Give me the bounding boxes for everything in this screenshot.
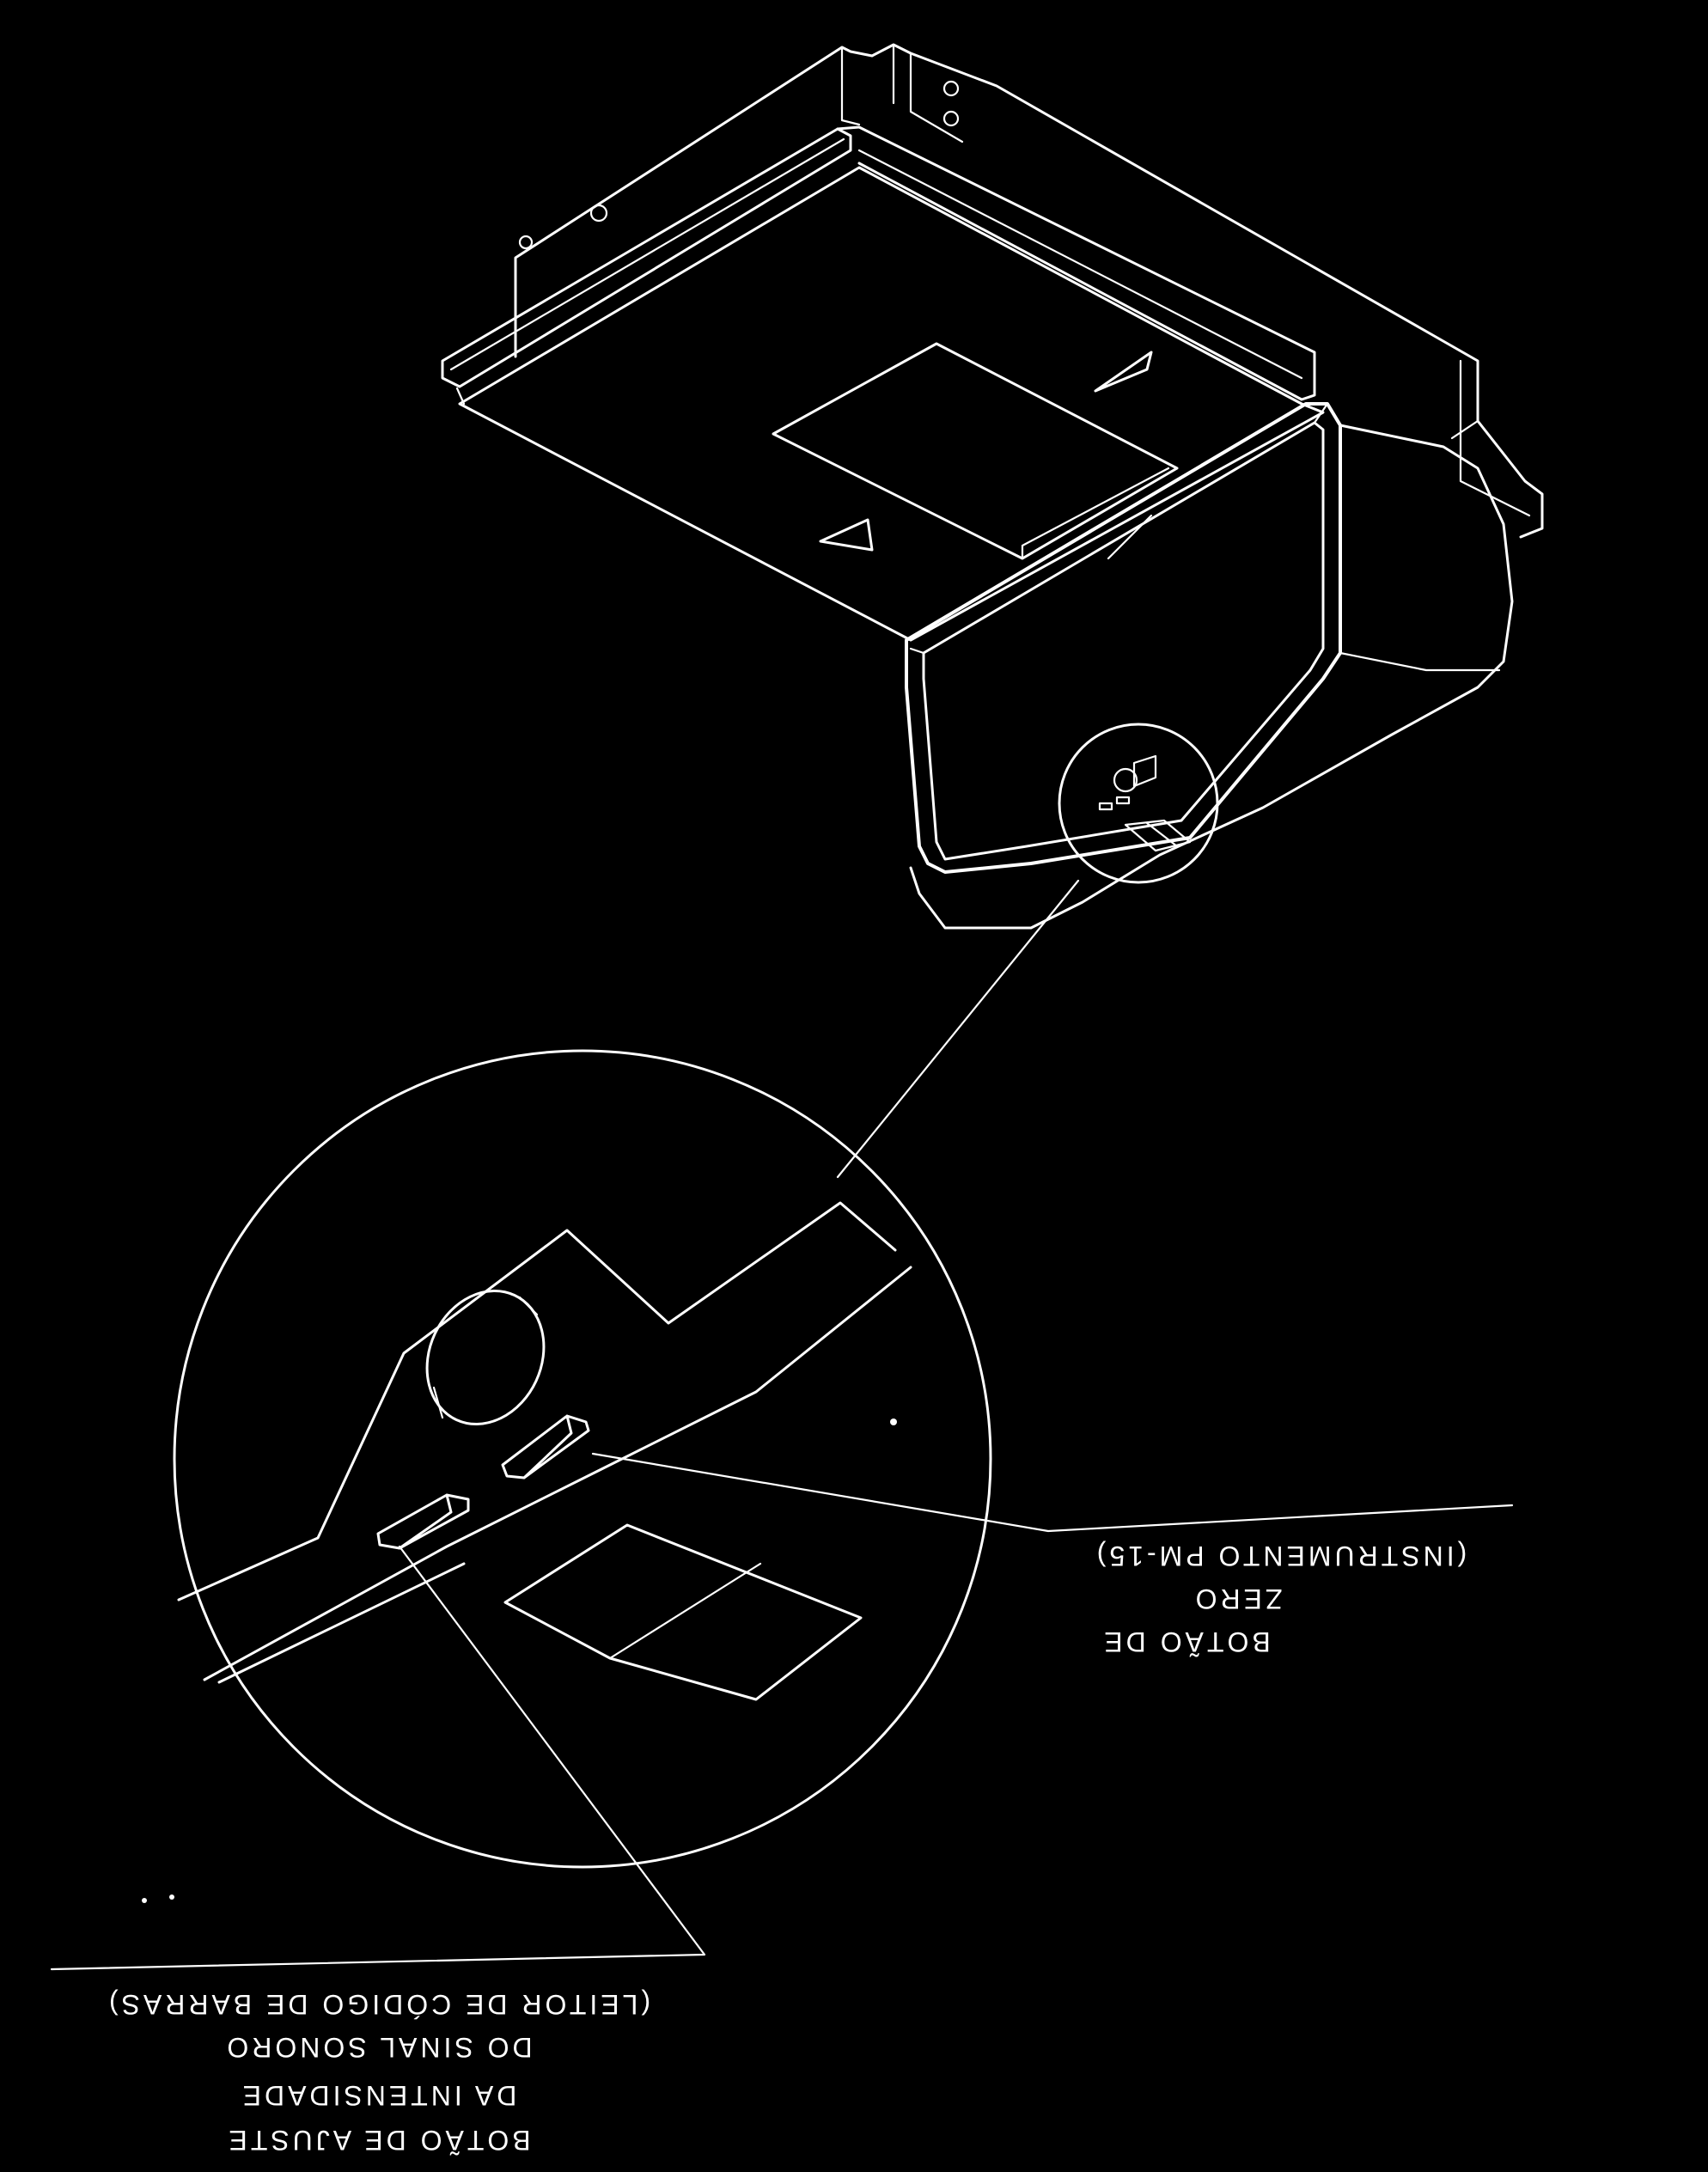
device-label-tag	[1124, 819, 1192, 852]
callout-zero: BOTÃO DE ZERO (INSTRUMENTO PM-15)	[591, 1452, 1514, 1657]
right-rail-inner	[857, 149, 1303, 380]
detail-label-divider	[608, 1562, 762, 1660]
magnify-leader-line	[836, 879, 1080, 1179]
round-button-depth	[432, 1296, 539, 1419]
speck	[890, 1419, 897, 1425]
device-slot-1	[1098, 802, 1113, 811]
detail-label-tag	[503, 1523, 863, 1701]
beep-callout-line-1: BOTÃO DE AJUSTE	[225, 2125, 530, 2156]
bracket-screw-4	[942, 110, 960, 127]
detail-marker-circle	[1058, 723, 1219, 884]
front-bezel-groove	[909, 402, 1329, 655]
beep-callout-line-4: (LEITOR DE CÓDIGO DE BARRAS)	[106, 1989, 650, 2020]
bracket-inner-edge	[840, 43, 964, 143]
beep-adjust-slot[interactable]	[376, 1493, 470, 1550]
shroud-seam	[1339, 651, 1501, 672]
zero-leader-line	[591, 1452, 1514, 1533]
detail-curve-outer	[203, 1266, 912, 1681]
device-body	[441, 43, 1544, 930]
left-rail-inner	[449, 137, 845, 406]
front-bezel-inner	[922, 421, 1325, 861]
right-rail	[836, 125, 1316, 401]
beep-leader-line	[50, 1545, 706, 1971]
arrow-marker-left	[819, 518, 874, 552]
device-small-panel	[1132, 754, 1157, 788]
round-button-large	[425, 1289, 546, 1426]
label-area	[772, 342, 1179, 560]
bracket-flange	[1450, 359, 1531, 517]
zero-callout-line-1: BOTÃO DE	[1101, 1626, 1270, 1657]
bracket-screw-3	[942, 80, 960, 97]
speck	[169, 1894, 174, 1900]
device-slot-2	[1115, 796, 1131, 805]
speck	[142, 1898, 147, 1903]
callout-beep: BOTÃO DE AJUSTE DA INTENSIDADE DO SINAL …	[50, 1545, 706, 2156]
scanner-shroud	[909, 424, 1514, 930]
beep-callout-line-2: DA INTENSIDADE	[240, 2080, 517, 2111]
bracket-screw-2	[518, 235, 534, 250]
mounting-bracket	[514, 43, 1544, 539]
device-round-button	[1113, 767, 1138, 793]
bottom-plate	[458, 166, 1325, 642]
detail-curve-inner	[217, 1562, 466, 1684]
zero-callout-line-3: (INSTRUMENTO PM-15)	[1094, 1541, 1467, 1571]
bracket-screw-1	[589, 204, 608, 223]
magnified-detail	[173, 1049, 992, 1869]
zero-callout-line-2: ZERO	[1193, 1583, 1283, 1614]
magnify-circle	[173, 1049, 992, 1869]
beep-callout-line-3: DO SINAL SONORO	[223, 2032, 532, 2063]
arrow-marker-right	[1094, 351, 1153, 393]
detail-panel-outline	[177, 1201, 897, 1602]
zero-button-slot[interactable]	[501, 1414, 590, 1480]
left-rail	[441, 127, 852, 388]
